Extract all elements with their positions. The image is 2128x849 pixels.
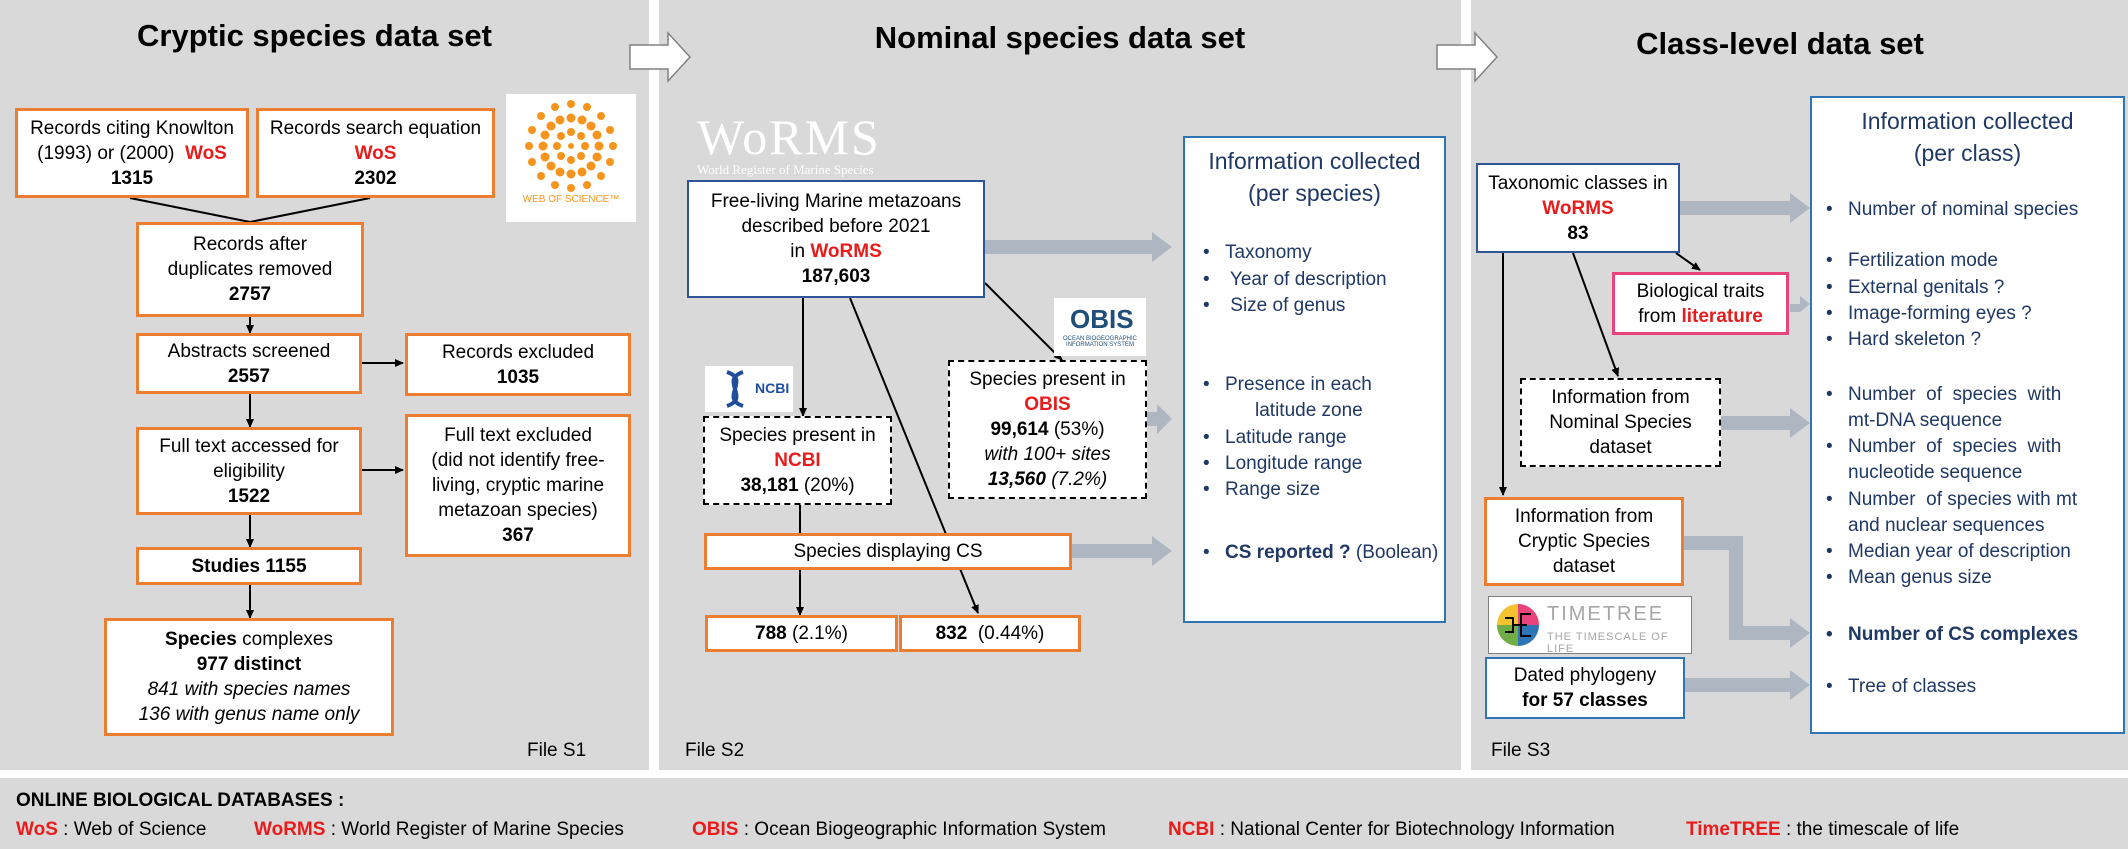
grey-arrow-obis-info (1147, 404, 1172, 434)
grey-arrow-cryptic-info (1684, 536, 1810, 648)
box-biological-traits: Biological traits from literature (1612, 272, 1789, 335)
class-item-genitals: •External genitals ? (1826, 277, 2005, 298)
timetree-icon (1497, 604, 1539, 646)
grey-arrow-dated-info (1685, 670, 1810, 700)
obis-logo: OBIS OCEAN BIOGEOGRAPHIC INFORMATION SYS… (1054, 298, 1146, 356)
info-item-taxonomy: •Taxonomy (1203, 242, 1312, 263)
box-species-complexes: Species complexes 977 distinct 841 with … (104, 618, 394, 736)
info-item-latitude-zone: latitude zone (1255, 400, 1363, 421)
info-item-presence: •Presence in each (1203, 374, 1372, 395)
grey-arrow-tax-info (1680, 193, 1810, 223)
grey-arrow-bio-info (1790, 296, 1810, 312)
block-arrow-2-3 (1436, 31, 1499, 83)
class-item-eyes: •Image-forming eyes ? (1826, 303, 2032, 324)
ncbi-dna-icon (726, 370, 744, 408)
grey-arrow-worms-info (985, 232, 1172, 262)
box-info-cryptic: Information from Cryptic Species dataset (1484, 497, 1684, 586)
box-search-equation: Records search equation WoS 2302 (256, 108, 495, 198)
legend-entry-timetree: TimeTREE : the timescale of life (1686, 819, 1960, 840)
grey-arrow-nominal-info (1721, 408, 1810, 438)
box-abstracts-screened: Abstracts screened 2557 (136, 333, 362, 394)
legend-title: ONLINE BIOLOGICAL DATABASES : (16, 790, 345, 811)
class-item-cs-complexes: •Number of CS complexes (1826, 624, 2079, 645)
info-item-genus-size: • Size of genus (1203, 295, 1346, 316)
box-info-nominal: Information from Nominal Species dataset (1520, 378, 1721, 467)
box-records-excluded: Records excluded 1035 (405, 333, 631, 396)
box-fulltext-excluded: Full text excluded (did not identify fre… (405, 414, 631, 557)
box-studies: Studies 1155 (136, 547, 362, 585)
ncbi-logo: NCBI (705, 366, 793, 412)
legend-entry-worms: WoRMS : World Register of Marine Species (254, 819, 624, 840)
box-taxonomic-classes: Taxonomic classes in WoRMS 83 (1476, 163, 1680, 253)
box-832: 832 (0.44%) (899, 615, 1081, 652)
info-item-cs-reported: •CS reported ? (Boolean) (1203, 542, 1439, 563)
block-arrow-1-2 (629, 31, 692, 83)
box-worms-metazoans: Free-living Marine metazoans described b… (687, 180, 985, 298)
database-legend: ONLINE BIOLOGICAL DATABASES : WoS : Web … (0, 778, 2128, 849)
info-per-species: Information collected (per species) •Tax… (1183, 136, 1446, 623)
info-per-class: Information collected (per class) •Numbe… (1810, 96, 2125, 734)
box-788: 788 (2.1%) (705, 615, 898, 652)
timetree-logo: TIMETREE THE TIMESCALE OF LIFE (1488, 596, 1692, 655)
wos-logo-icon (525, 100, 617, 192)
worms-logo: WoRMS World Register of Marine Species (697, 109, 881, 177)
box-fulltext-accessed: Full text accessed for eligibility 1522 (136, 427, 362, 515)
legend-entry-wos: WoS : Web of Science (16, 819, 207, 840)
box-duplicates-removed: Records after duplicates removed 2757 (136, 222, 364, 317)
class-item-median-year: •Median year of description (1826, 541, 2071, 562)
class-item-tree: •Tree of classes (1826, 676, 1977, 697)
class-item-nominal-species: •Number of nominal species (1826, 199, 2079, 220)
class-item-fertilization: •Fertilization mode (1826, 250, 1998, 271)
box-obis-species: Species present in OBIS 99,614 (53%) wit… (948, 360, 1147, 499)
file-s3-label: File S3 (1491, 740, 1551, 761)
info-item-latitude-range: •Latitude range (1203, 427, 1347, 448)
info-item-year: • Year of description (1203, 269, 1387, 290)
info-item-range-size: •Range size (1203, 479, 1321, 500)
file-s2-label: File S2 (685, 740, 745, 761)
class-item-skeleton: •Hard skeleton ? (1826, 329, 1982, 350)
file-s1-label: File S1 (527, 740, 587, 761)
grey-arrow-cs-info (1072, 536, 1172, 566)
panel3-title: Class-level data set (1636, 26, 1924, 61)
panel2-title: Nominal species data set (874, 20, 1246, 55)
legend-entry-ncbi: NCBI : National Center for Biotechnology… (1168, 819, 1615, 840)
box-dated-phylogeny: Dated phylogeny for 57 classes (1485, 657, 1685, 719)
info-item-longitude-range: •Longitude range (1203, 453, 1363, 474)
class-item-genus-size: •Mean genus size (1826, 567, 1992, 588)
box-species-displaying-cs: Species displaying CS (704, 533, 1072, 570)
box-knowlton: Records citing Knowlton (1993) or (2000)… (15, 108, 249, 198)
wos-logo: WEB OF SCIENCE™ (506, 94, 636, 222)
legend-entry-obis: OBIS : Ocean Biogeographic Information S… (692, 819, 1106, 840)
box-ncbi-species: Species present in NCBI 38,181 (20%) (703, 416, 892, 505)
panel1-title: Cryptic species data set (137, 18, 492, 53)
